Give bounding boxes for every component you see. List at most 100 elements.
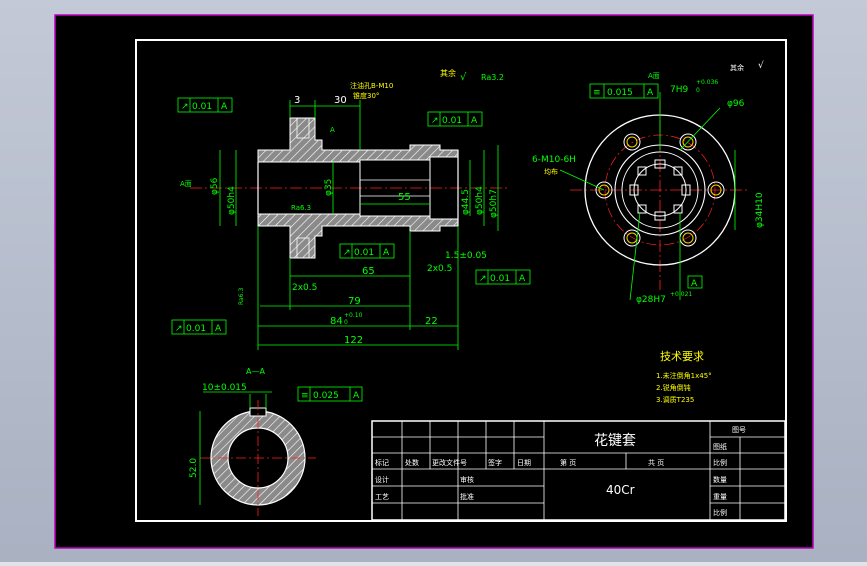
end-view-leaders bbox=[559, 92, 736, 301]
tol-datum-5: A bbox=[215, 324, 222, 334]
end-sym-tol-value: 0.015 bbox=[607, 88, 633, 98]
material: 40Cr bbox=[606, 483, 635, 497]
dim-7h9-lower-tol: 0 bbox=[696, 87, 700, 94]
dim-d44-5: φ44.5 bbox=[461, 189, 471, 215]
tol-value-4: 0.01 bbox=[490, 274, 510, 284]
end-datum-box[interactable]: A bbox=[687, 275, 703, 289]
svg-text:↗: ↗ bbox=[479, 274, 487, 284]
rough-global-value: Ra3.2 bbox=[481, 73, 504, 82]
label-holes-even: 均布 bbox=[544, 167, 558, 176]
dim-d28h7-tol: +0.021 bbox=[670, 291, 692, 298]
bolt-holes bbox=[595, 133, 725, 247]
title-block[interactable]: 花键套 40Cr 图号 图纸 比例 数量 重量 比例 标记 处数 更改文件号 签… bbox=[371, 420, 786, 521]
section-sym-tol-value: 0.025 bbox=[313, 391, 339, 401]
end-view[interactable]: ≡ 0.015 A A面 7H9 +0.036 0 φ96 6-M10-6H 均… bbox=[532, 72, 765, 305]
dim-2x0-5-left: 2x0.5 bbox=[292, 283, 317, 293]
section-sym-tol-datum: A bbox=[353, 391, 360, 401]
dim-1-5: 1.5±0.05 bbox=[445, 251, 487, 261]
dim-d50h4-right: φ50h4 bbox=[475, 186, 485, 215]
tol-frame-1[interactable]: ↗ 0.01 A bbox=[177, 97, 233, 113]
tol-datum-3: A bbox=[383, 248, 390, 258]
drawing-label: 图纸 bbox=[713, 442, 727, 451]
svg-text:↗: ↗ bbox=[181, 102, 189, 112]
col-file: 更改文件号 bbox=[432, 458, 467, 467]
tol-frame-5[interactable]: ↗ 0.01 A bbox=[171, 319, 227, 335]
rough-global-label: 其余 bbox=[440, 68, 456, 78]
section-label-a: A bbox=[330, 126, 335, 134]
dim-d28h7: φ28H7 bbox=[636, 295, 666, 305]
weight-label: 重量 bbox=[713, 493, 727, 501]
flange-hole-top bbox=[296, 117, 310, 139]
end-sym-tol-datum: A bbox=[647, 88, 654, 98]
main-dimension-lines bbox=[219, 100, 499, 350]
dim-84: 84 bbox=[330, 316, 343, 327]
qty-label: 数量 bbox=[713, 475, 727, 484]
svg-text:↗: ↗ bbox=[431, 116, 439, 126]
tol-frame-2[interactable]: ↗ 0.01 A bbox=[427, 111, 483, 127]
hub-inner-circle bbox=[621, 151, 699, 229]
approve-label: 批准 bbox=[460, 492, 474, 501]
label-a-face: A面 bbox=[180, 180, 192, 188]
dim-122: 122 bbox=[344, 335, 363, 346]
end-top-label: A面 bbox=[648, 72, 660, 80]
roughness-ra63: Ra6.3 bbox=[291, 204, 311, 212]
dim-d56: φ56 bbox=[210, 177, 220, 195]
rough-global-symbol-icon: √ bbox=[460, 72, 467, 83]
tol-value-3: 0.01 bbox=[354, 248, 374, 258]
col-date: 日期 bbox=[517, 459, 531, 467]
symmetry-icon: ≡ bbox=[593, 88, 601, 98]
dim-d35: φ35 bbox=[324, 179, 334, 196]
dim-79: 79 bbox=[348, 296, 361, 307]
dim-10: 10±0.015 bbox=[202, 383, 247, 393]
drawing-canvas[interactable] bbox=[54, 14, 814, 549]
end-sym-tol-frame[interactable]: ≡ 0.015 A bbox=[589, 83, 659, 99]
drawing-no-label: 图号 bbox=[732, 426, 746, 434]
dim-30: 30 bbox=[334, 95, 347, 106]
corner-rough-symbol-icon: √ bbox=[758, 60, 764, 71]
dim-55: 55 bbox=[398, 192, 411, 203]
col-sign: 签字 bbox=[488, 458, 502, 467]
dim-52: 52.0 bbox=[189, 458, 199, 478]
section-dim-lines bbox=[199, 391, 272, 505]
tol-value-1: 0.01 bbox=[192, 102, 212, 112]
dim-7h9: 7H9 bbox=[670, 85, 688, 95]
design-label: 设计 bbox=[375, 475, 389, 484]
roughness-left-vertical: Ra6.3 bbox=[238, 288, 245, 305]
dim-7h9-upper-tol: +0.036 bbox=[696, 79, 718, 86]
drawing-frame bbox=[135, 39, 787, 522]
main-view[interactable]: ↗ 0.01 A ↗ 0.01 A ↗ 0.01 A ↗ 0.01 A bbox=[171, 60, 764, 350]
label-holes: 6-M10-6H bbox=[532, 155, 576, 165]
spline-teeth bbox=[629, 159, 691, 221]
spline-bore-circle bbox=[633, 163, 687, 217]
tol-datum-4: A bbox=[519, 274, 526, 284]
part-name: 花键套 bbox=[594, 433, 636, 449]
tol-frame-4[interactable]: ↗ 0.01 A bbox=[475, 269, 531, 285]
dim-d50h7: φ50h7 bbox=[489, 189, 499, 218]
dim-84-upper-tol: +0.10 bbox=[344, 312, 363, 319]
dim-22: 22 bbox=[425, 316, 438, 327]
tol-datum-1: A bbox=[221, 102, 228, 112]
dim-2x0-5-right: 2x0.5 bbox=[427, 264, 452, 274]
tol-value-5: 0.01 bbox=[186, 324, 206, 334]
col-count: 处数 bbox=[405, 458, 419, 467]
section-title: A—A bbox=[246, 367, 265, 376]
dim-d96: φ96 bbox=[727, 99, 745, 109]
section-view[interactable]: A—A 10±0.015 52.0 ≡ 0.025 A bbox=[189, 367, 363, 516]
section-sym-tol-frame[interactable]: ≡ 0.025 A bbox=[297, 386, 363, 402]
dim-3: 3 bbox=[294, 95, 300, 106]
sheet-total: 共 页 bbox=[648, 458, 664, 467]
note-oil-hole: 注油孔B-M10 bbox=[350, 81, 393, 90]
col-mark: 标记 bbox=[375, 458, 389, 467]
tol-frame-3[interactable]: ↗ 0.01 A bbox=[339, 243, 395, 259]
tol-datum-2: A bbox=[471, 116, 478, 126]
corner-rough-label: 其余 bbox=[730, 63, 744, 72]
ratio-label: 比例 bbox=[713, 508, 727, 517]
dim-d50h4-left: φ50h4 bbox=[227, 186, 237, 215]
flange-hole-bottom bbox=[296, 237, 310, 259]
tech-req-item-3: 3.调质T235 bbox=[656, 395, 694, 404]
svg-text:↗: ↗ bbox=[175, 324, 183, 334]
tech-req-item-1: 1.未注倒角1x45° bbox=[656, 371, 712, 380]
tol-value-2: 0.01 bbox=[442, 116, 462, 126]
